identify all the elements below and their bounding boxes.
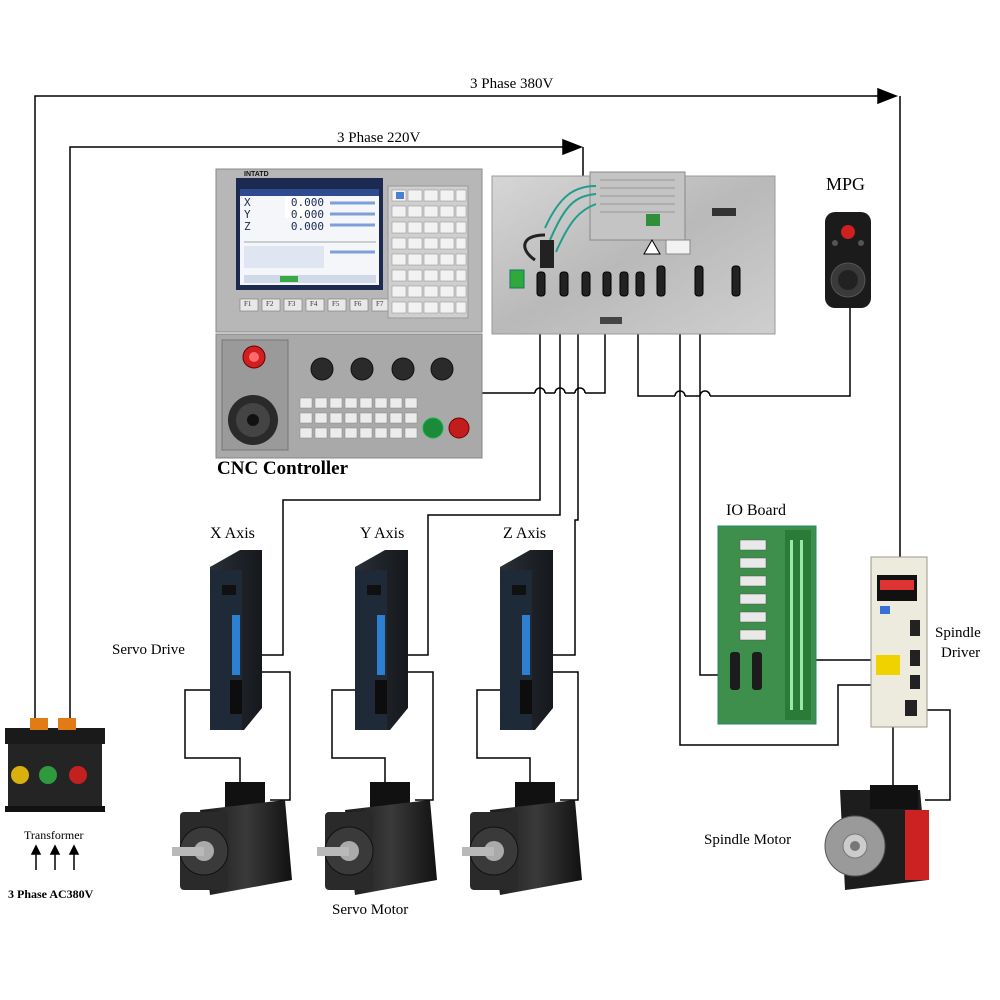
transformer [5, 718, 105, 812]
label-supply: 3 Phase AC380V [8, 887, 94, 901]
label-cnc-controller: CNC Controller [217, 458, 349, 479]
io-board [717, 525, 817, 725]
wire-380v [34, 95, 893, 725]
fkey-4[interactable]: F4 [310, 300, 318, 308]
servo-drive-y [355, 550, 408, 730]
spindle-motor [824, 785, 929, 890]
cnc-controller [215, 168, 483, 459]
mpg-handwheel [825, 212, 871, 308]
feed-knobs [310, 357, 454, 381]
label-transformer: Transformer [24, 828, 84, 842]
fkey-1[interactable]: F1 [244, 300, 252, 308]
label-spindle-driver-1: Spindle [935, 625, 981, 641]
cable-y-axis [390, 300, 561, 656]
arrow-380v [877, 87, 899, 105]
cable-x-axis [242, 300, 541, 656]
label-servo-drive: Servo Drive [112, 642, 185, 658]
arrow-220v [562, 138, 584, 156]
fkey-3[interactable]: F3 [288, 300, 296, 308]
power-supply [589, 171, 686, 241]
label-y-axis: Y Axis [360, 525, 405, 542]
fkey-2[interactable]: F2 [266, 300, 274, 308]
wire-220v [69, 146, 578, 725]
label-spindle-motor: Spindle Motor [704, 832, 792, 848]
fkey-5[interactable]: F5 [332, 300, 340, 308]
spindle-driver [870, 556, 928, 728]
servo-drive-x [210, 550, 262, 730]
servo-motor-z [462, 782, 582, 895]
cable-spindle [679, 290, 915, 746]
controller-brand: INTATD [244, 171, 269, 178]
label-servo-motor: Servo Motor [332, 902, 409, 918]
servo-motor-x [172, 782, 292, 895]
fkey-7[interactable]: F7 [376, 300, 384, 308]
servo-motor-y [317, 782, 437, 895]
label-power-380v: 3 Phase 380V [470, 76, 554, 92]
mpg-estop-icon [841, 225, 855, 239]
power-wires [34, 87, 901, 725]
cable-z-axis [535, 300, 579, 656]
electrical-cabinet [491, 171, 776, 335]
fkey-6[interactable]: F6 [354, 300, 362, 308]
label-power-220v: 3 Phase 220V [337, 130, 421, 146]
label-io-board: IO Board [726, 502, 786, 519]
servo-drive-z [500, 550, 553, 730]
cycle-stop-button-icon [448, 417, 470, 439]
label-mpg: MPG [826, 174, 866, 194]
label-x-axis: X Axis [210, 525, 255, 542]
signal-wires [184, 290, 951, 801]
terminal-block-icon [509, 269, 525, 289]
cycle-start-button-icon [422, 417, 444, 439]
supply-arrows [30, 844, 80, 870]
label-spindle-driver-2: Driver [941, 645, 981, 661]
label-z-axis: Z Axis [503, 525, 547, 542]
wire-crossings [534, 387, 711, 397]
